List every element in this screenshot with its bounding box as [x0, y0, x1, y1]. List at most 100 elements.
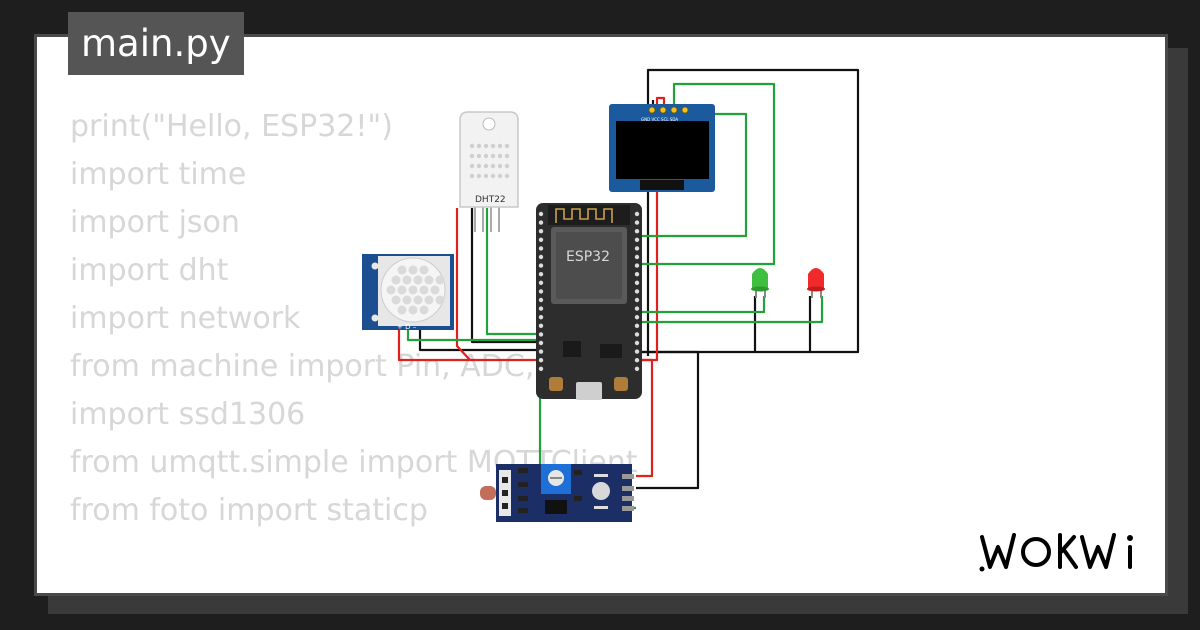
led-green [751, 268, 769, 298]
vent-hole [490, 173, 496, 179]
code-line: import ssd1306 [70, 397, 306, 432]
fresnel-cell [408, 265, 418, 275]
header-pin [538, 332, 544, 337]
vent-hole [483, 163, 489, 169]
fresnel-cell [408, 305, 418, 315]
vent-hole [497, 163, 503, 169]
fresnel-cell [424, 295, 434, 305]
header-pin [634, 297, 640, 303]
fresnel-cell [435, 295, 445, 305]
fresnel-cell [424, 275, 434, 285]
header-pin [538, 246, 544, 251]
fresnel-cell [413, 295, 423, 305]
fresnel-cell [408, 285, 418, 295]
code-line: import dht [70, 253, 229, 288]
vent-hole [476, 143, 482, 149]
esp32-label: ESP32 [566, 249, 610, 265]
fresnel-cell [435, 275, 445, 285]
pir-pin-labels: + D – [397, 323, 417, 331]
wire-green [485, 208, 540, 336]
header-pin [538, 272, 544, 277]
code-line: import network [70, 301, 301, 336]
vent-hole [469, 153, 475, 159]
vent-hole [483, 153, 489, 159]
vent-hole [504, 173, 510, 179]
code-line: import time [70, 157, 247, 192]
vent-hole [497, 143, 503, 149]
header-pin [634, 220, 640, 225]
header-pin [538, 220, 544, 225]
wire-red [636, 358, 654, 478]
code-preview: print("Hello, ESP32!") import time import … [70, 103, 638, 593]
fresnel-cell [413, 275, 423, 285]
header-pin [634, 315, 640, 320]
header-pin [538, 349, 544, 354]
header-pin [538, 340, 544, 346]
fresnel-cell [430, 285, 440, 295]
vent-hole [497, 153, 503, 159]
header-pin [634, 289, 640, 294]
ldr-module [480, 464, 634, 522]
vent-hole [497, 173, 503, 179]
vent-hole [469, 163, 475, 169]
header-pin [538, 254, 544, 260]
vent-hole [476, 153, 482, 159]
header-pin [634, 229, 640, 234]
code-line: from foto import staticp [70, 493, 428, 528]
esp32-board: ESP32 [536, 203, 642, 400]
header-pin [634, 358, 640, 363]
header-pin [634, 332, 640, 337]
header-pin [538, 289, 544, 294]
code-line: sensor = dht.DHT22(Pin(13)) [70, 583, 638, 593]
fresnel-cell [397, 305, 407, 315]
header-pin [538, 237, 544, 242]
wire-black [418, 326, 540, 352]
header-pin [634, 246, 640, 251]
header-pin [538, 263, 544, 268]
header-pin [634, 237, 640, 242]
code-line: from machine import Pin, ADC, I2C [70, 349, 593, 384]
header-pin [634, 254, 640, 260]
fresnel-cell [402, 275, 412, 285]
header-pin [538, 306, 544, 311]
wire-green [636, 82, 776, 266]
dht22-label: DHT22 [475, 195, 506, 205]
header-pin [634, 323, 640, 328]
header-pin [538, 211, 544, 217]
header-pin [634, 280, 640, 285]
fresnel-cell [386, 285, 396, 295]
fresnel-cell [419, 265, 429, 275]
header-pin [634, 306, 640, 311]
header-pin [634, 211, 640, 217]
header-pin [634, 366, 640, 371]
fresnel-cell [402, 295, 412, 305]
fresnel-cell [419, 285, 429, 295]
vent-hole [476, 173, 482, 179]
wokwi-logo [979, 533, 1133, 572]
file-tab[interactable]: main.py [68, 12, 244, 75]
header-pin [634, 349, 640, 354]
vent-hole [504, 163, 510, 169]
fresnel-cell [391, 295, 401, 305]
code-line: print("Hello, ESP32!") [70, 109, 393, 144]
fresnel-cell [397, 285, 407, 295]
fresnel-cell [391, 275, 401, 285]
wire-black [636, 350, 700, 490]
vent-hole [476, 163, 482, 169]
vent-hole [469, 143, 475, 149]
wire-black [470, 208, 540, 344]
vent-hole [490, 143, 496, 149]
fresnel-cell [419, 305, 429, 315]
wire-green [406, 326, 540, 342]
pir-sensor: + D – [362, 254, 454, 331]
dht22-sensor: DHT22 [459, 111, 519, 232]
header-pin [538, 366, 544, 371]
oled-display: GND VCC SCL SDA [609, 104, 715, 192]
vent-hole [504, 153, 510, 159]
vent-hole [504, 143, 510, 149]
header-pin [538, 323, 544, 328]
wire-red [455, 208, 471, 361]
fresnel-cell [397, 265, 407, 275]
header-pin [538, 297, 544, 303]
vent-hole [483, 173, 489, 179]
